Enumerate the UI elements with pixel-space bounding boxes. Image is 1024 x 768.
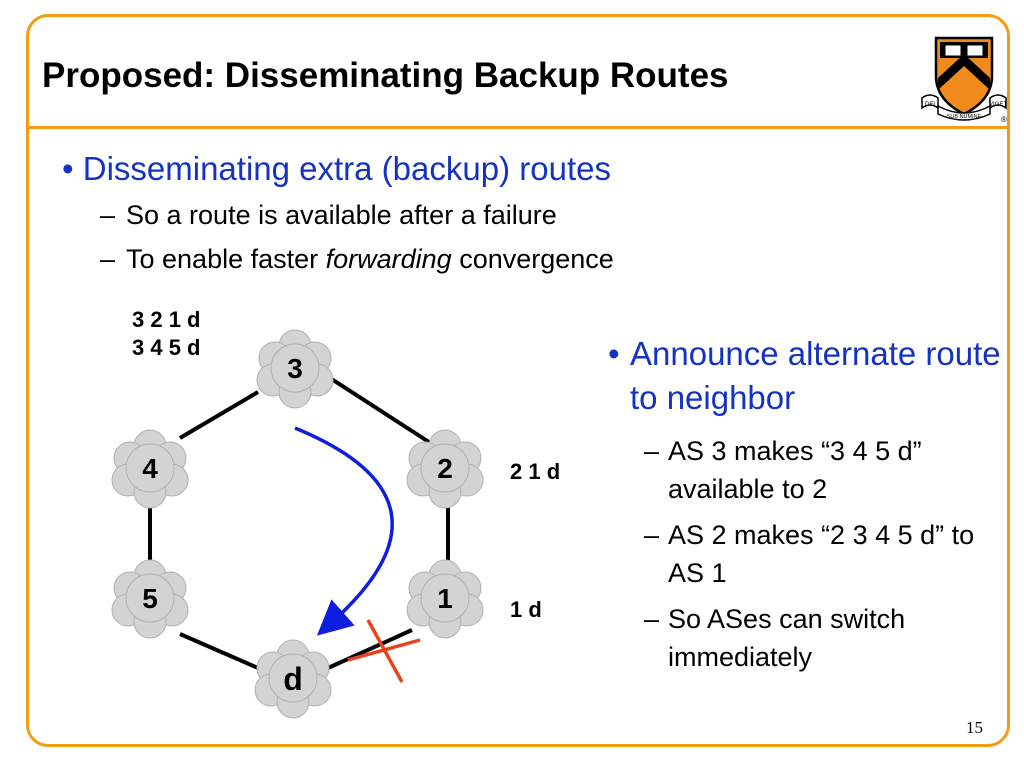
route-table-as1: 1 d (510, 597, 542, 622)
right-sub-bullet-text: AS 3 makes “3 4 5 d” available to 2 (668, 436, 922, 504)
node-label-5: 5 (142, 583, 158, 614)
node-label-d: d (283, 661, 303, 697)
dash: – (644, 436, 660, 466)
sub-bullet-text-end: convergence (451, 244, 614, 274)
sub-bullet-2: –To enable faster forwarding convergence (100, 244, 614, 275)
page-number: 15 (966, 718, 983, 737)
sub-bullet-text-start: To enable faster (126, 244, 326, 274)
dash: – (100, 200, 116, 230)
link-3-2 (328, 376, 434, 446)
link-4-3 (178, 390, 260, 440)
route-entry: 3 4 5 d (132, 335, 201, 360)
motto-left: DEI (925, 102, 935, 108)
main-bullet-text: Disseminating extra (backup) routes (82, 150, 611, 187)
backup-route-arrow (294, 426, 394, 636)
node-label-3: 3 (287, 353, 303, 384)
right-sub-bullet-3: – So ASes can switch immediately (644, 600, 994, 676)
motto-mid: SUB NUMINE (947, 114, 982, 120)
registered-mark: ® (1001, 115, 1007, 124)
link-1-d (327, 628, 413, 670)
route-table-as3: 3 2 1 d 3 4 5 d (132, 306, 200, 362)
right-sub-bullet-text: So ASes can switch immediately (668, 604, 906, 672)
dash: – (644, 520, 660, 550)
bullet-dot: • (62, 150, 74, 187)
node-label-4: 4 (142, 453, 158, 484)
right-bullet-text: Announce alternate route to neighbor (630, 335, 1001, 416)
right-sub-bullet-text: AS 2 makes “2 3 4 5 d” to AS 1 (668, 520, 975, 588)
right-sub-bullet-1: – AS 3 makes “3 4 5 d” available to 2 (644, 432, 994, 508)
route-table-as2: 2 1 d (510, 459, 561, 484)
bullet-dot: • (608, 335, 620, 372)
dash: – (644, 604, 660, 634)
link-5-d (179, 632, 259, 670)
failure-x-mark (347, 638, 421, 662)
slide-title: Proposed: Disseminating Backup Routes (42, 56, 729, 95)
princeton-shield-logo: DEI SUB NUMINE VIGET ® (921, 36, 1007, 124)
sub-bullet-1: –So a route is available after a failure (100, 200, 557, 231)
right-main-bullet: • Announce alternate route to neighbor (608, 332, 1008, 420)
sub-bullet-text: So a route is available after a failure (126, 200, 557, 230)
slide-frame (26, 14, 1010, 747)
dash: – (100, 244, 116, 274)
node-label-2: 2 (437, 453, 453, 484)
route-entry: 3 2 1 d (132, 307, 201, 332)
right-sub-bullet-2: – AS 2 makes “2 3 4 5 d” to AS 1 (644, 516, 994, 592)
motto-right: VIGET (989, 102, 1007, 108)
main-bullet: • Disseminating extra (backup) routes (62, 150, 611, 188)
node-label-1: 1 (437, 583, 453, 614)
title-divider (26, 126, 1010, 129)
sub-bullet-italic: forwarding (325, 244, 452, 274)
